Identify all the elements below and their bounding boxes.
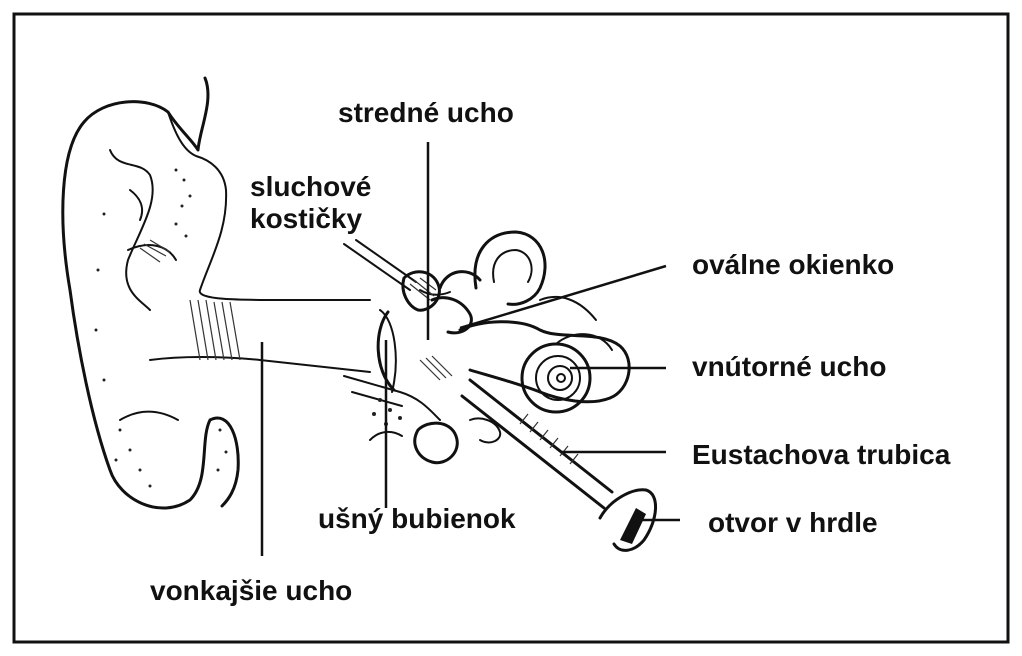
leader-oval-window [459,264,667,330]
throat-opening-shape [620,508,646,544]
label-ossicles-line1: sluchové [250,171,371,202]
middle-ear-illustration [343,239,502,465]
label-throat-opening: otvor v hrdle [708,507,878,538]
label-oval-window: oválne okienko [692,249,894,280]
label-outer-ear: vonkajšie ucho [150,575,352,606]
label-eustachian-tube: Eustachova trubica [692,439,951,470]
ear-canal-hatching [139,239,241,361]
ossicle-hatching [409,277,453,381]
eustachian-tube-illustration [460,378,658,552]
label-eardrum: ušný bubienok [318,503,516,534]
label-inner-ear: vnútorné ucho [692,351,886,382]
diagram-frame [12,12,1010,644]
leader-lines [260,142,680,556]
label-middle-ear: stredné ucho [338,97,514,128]
inner-ear-illustration [438,230,631,414]
ear-stipple [94,168,228,488]
outer-ear-illustration [61,76,371,510]
label-ossicles-line2: kostičky [250,203,362,234]
